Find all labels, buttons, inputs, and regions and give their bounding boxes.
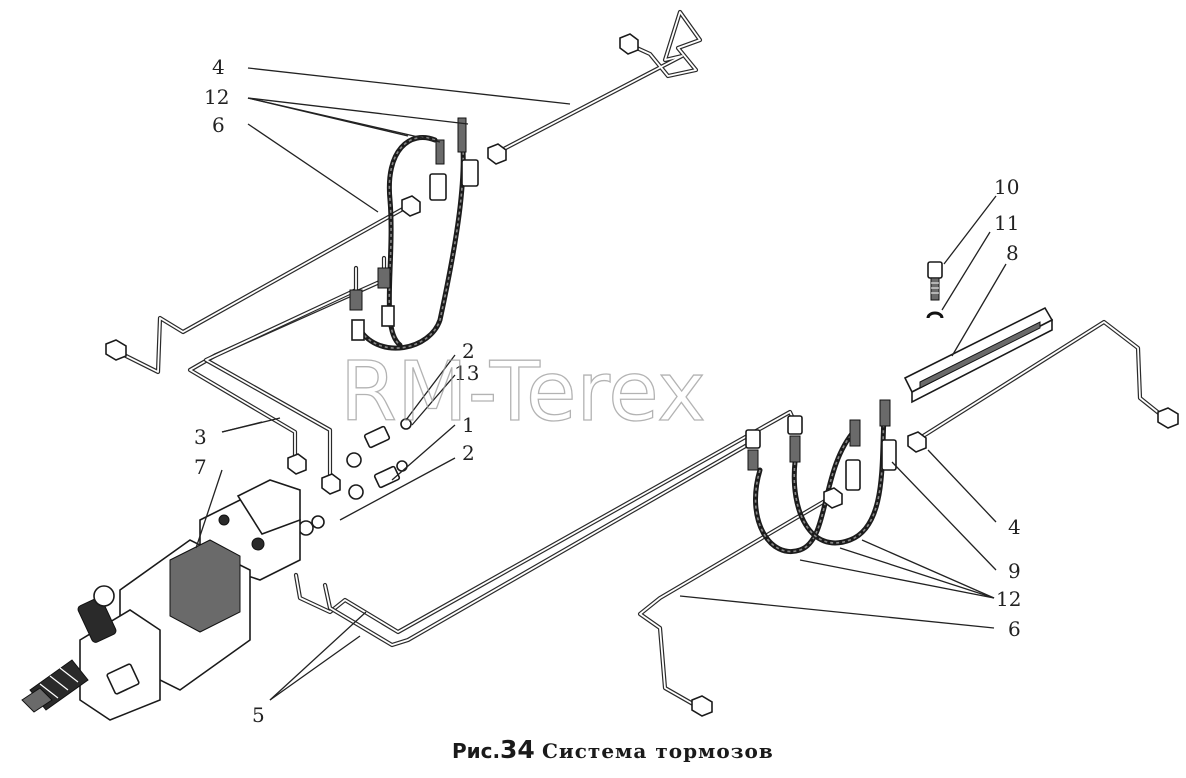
brake-hose-lower-1 (753, 427, 858, 554)
callout-label: 3 (194, 425, 207, 449)
hose-end-fittings-lower (745, 399, 927, 509)
callout-label: 2 (462, 339, 475, 363)
bolt-10 (927, 261, 943, 301)
brake-tube-right (917, 319, 1168, 441)
lock-washer-11 (926, 311, 944, 319)
brake-tube-3b (203, 265, 359, 481)
caption-figure-number: 34 (500, 735, 535, 764)
brake-tube-upper-right (495, 9, 703, 155)
tee-fitting-upper (401, 117, 479, 217)
brake-hose-upper-1 (386, 135, 438, 348)
callout-label: 11 (994, 211, 1019, 235)
callout-label: 8 (1006, 241, 1019, 265)
callout-label: 7 (194, 455, 207, 479)
callout-label: 10 (994, 175, 1019, 199)
nut-lower-end (691, 695, 713, 717)
callout-label: 6 (212, 113, 225, 137)
callout-label: 2 (462, 441, 475, 465)
nut-upper-end (619, 33, 639, 55)
brake-hose-upper-2 (357, 119, 466, 351)
brake-tube-5a (293, 409, 799, 635)
callout-label: 1 (462, 413, 475, 437)
brake-tube-upper-left (115, 202, 413, 375)
callout-labels: 4 12 6 2 13 1 2 3 7 5 10 11 8 4 9 12 6 (194, 55, 1021, 727)
bracket-8 (903, 306, 1054, 404)
figure-caption: Рис. 34 Система тормозов (452, 735, 774, 764)
callout-label: 13 (454, 361, 479, 385)
watermark-text: RM-Terex (340, 345, 706, 440)
callout-label: 4 (1008, 515, 1021, 539)
hose-end-fittings-upper (349, 267, 395, 341)
callout-label: 6 (1008, 617, 1021, 641)
callout-label: 12 (996, 587, 1021, 611)
brake-tube-lower-right (637, 495, 833, 711)
leader-lines (195, 67, 1007, 701)
nut-left-end (105, 339, 127, 361)
brake-hose-lower-2 (791, 402, 888, 546)
caption-title: Система тормозов (542, 739, 774, 763)
fittings (105, 33, 1179, 717)
callout-label: 12 (204, 85, 229, 109)
nut-upper-tube (487, 143, 507, 165)
nut-right-end (1157, 407, 1179, 429)
brake-tube-5b (322, 437, 759, 648)
callout-label: 9 (1008, 559, 1021, 583)
brake-valve-assembly (21, 479, 301, 721)
valve-threaded-nose (21, 659, 89, 713)
callout-label: 4 (212, 55, 225, 79)
caption-figure-label: Рис. (452, 739, 500, 763)
callout-label: 5 (252, 703, 265, 727)
